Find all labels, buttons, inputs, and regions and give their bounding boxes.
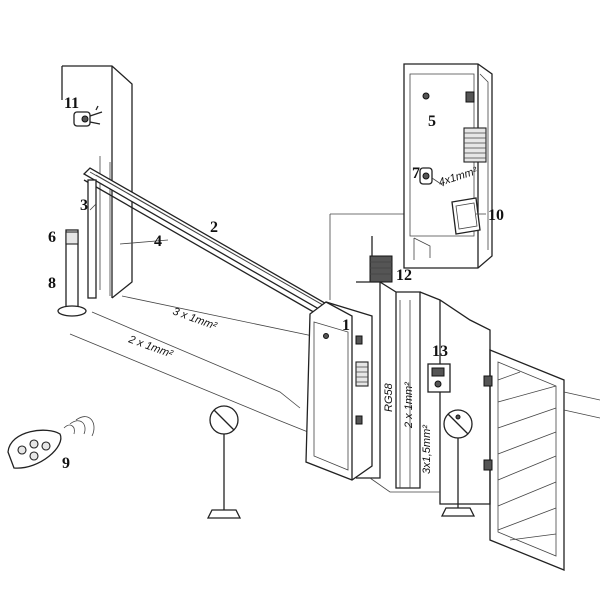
label-12: 12 bbox=[396, 267, 412, 284]
label-9: 9 bbox=[62, 455, 70, 472]
vent-grille bbox=[463, 127, 487, 163]
antenna-cable-label: RG58 bbox=[383, 382, 395, 412]
arm-rest-post bbox=[87, 179, 97, 299]
photocell-cable-label: 2 x 1mm² bbox=[126, 333, 174, 360]
label-11: 11 bbox=[64, 95, 79, 112]
label-2: 2 bbox=[210, 219, 218, 236]
barrier-housing bbox=[305, 301, 373, 481]
label-10: 10 bbox=[488, 207, 504, 224]
beam-cable-label: 3 x 1mm² bbox=[171, 306, 218, 333]
label-3: 3 bbox=[80, 197, 88, 214]
label-1: 1 bbox=[342, 317, 350, 334]
key-selector bbox=[73, 105, 103, 127]
pedestrian-sign bbox=[440, 409, 476, 517]
leader-lines bbox=[89, 177, 486, 245]
selector-box bbox=[427, 363, 451, 393]
label-8: 8 bbox=[48, 275, 56, 292]
photocell-post bbox=[57, 229, 87, 317]
stop-sign-left bbox=[206, 405, 242, 519]
cabinet-photocell bbox=[419, 167, 433, 185]
label-6: 6 bbox=[48, 229, 56, 246]
gate-posts bbox=[356, 281, 491, 505]
barrier-arm bbox=[82, 167, 332, 319]
junction-box bbox=[451, 197, 481, 235]
label-13: 13 bbox=[432, 343, 448, 360]
sliding-gate bbox=[483, 349, 600, 571]
selector-cable-label: 2 x 1mm² bbox=[403, 382, 415, 429]
control-cabinet bbox=[403, 63, 493, 269]
label-5: 5 bbox=[428, 113, 436, 130]
label-7: 7 bbox=[412, 165, 420, 182]
remote-control bbox=[7, 416, 95, 469]
cable-trench-lines bbox=[69, 213, 410, 433]
antenna-receiver bbox=[369, 236, 393, 283]
label-4: 4 bbox=[154, 233, 162, 250]
lamp-cable-label: 3x1,5mm² bbox=[421, 425, 433, 474]
